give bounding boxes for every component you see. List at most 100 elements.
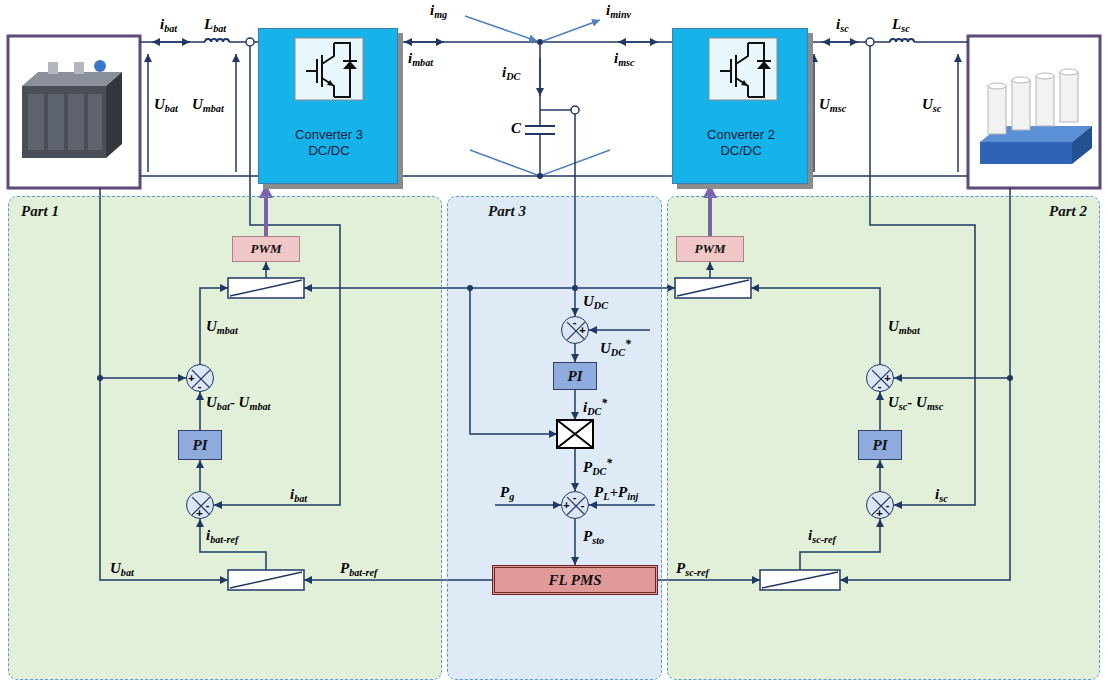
text-base: - U	[230, 394, 250, 410]
signal-label: Pg	[500, 484, 514, 505]
panel-ground	[8, 196, 442, 680]
summing-junction: +-	[186, 364, 214, 392]
text-base: U	[206, 318, 217, 334]
text-base: i	[808, 527, 812, 543]
text-base: i	[502, 64, 506, 80]
text-base: i	[583, 399, 587, 415]
pi-controller: PI	[178, 430, 222, 460]
signal-label: iminv	[606, 2, 631, 23]
signal-label: PL+Pinj	[594, 484, 638, 505]
text-subscript: g	[509, 491, 514, 502]
divider-block	[677, 280, 749, 296]
text-superscript: *	[601, 397, 607, 410]
text-subscript: mbat	[217, 325, 238, 336]
sign-label: -	[570, 491, 580, 503]
supercapacitor-bank	[988, 83, 1006, 89]
battery-unit	[94, 60, 106, 72]
part-panel: Part 1PWM+-PI-+	[8, 196, 442, 680]
signal-arrow	[574, 519, 576, 565]
signal-label: Umsc	[819, 96, 846, 117]
signal-label: Usc	[922, 96, 941, 117]
supercapacitor-bank	[1036, 76, 1054, 126]
signal-label: UDC*	[600, 336, 631, 361]
signal-arrow	[574, 344, 576, 362]
battery-unit	[88, 94, 102, 150]
signal-label: ibat-ref	[206, 527, 238, 548]
signal-label: Ubat	[110, 560, 134, 581]
power-wire	[404, 41, 444, 43]
battery-unit	[28, 94, 44, 150]
power-wire	[539, 58, 541, 96]
sign-label: -	[570, 316, 580, 328]
switch-symbol	[757, 61, 771, 69]
signal-label: isc	[935, 486, 948, 507]
text-subscript: mg	[434, 9, 447, 20]
power-wire	[152, 41, 190, 43]
text-subscript: sc	[899, 401, 908, 412]
block-label: PWM	[250, 240, 281, 258]
signal-wire	[800, 519, 880, 570]
text-base: i	[430, 2, 434, 18]
text-superscript: *	[606, 457, 612, 470]
junction-dot	[537, 173, 543, 179]
summing-junction: -+	[866, 491, 894, 519]
text-subscript: sc-ref	[812, 534, 836, 545]
signal-wire	[589, 504, 655, 506]
signal-label: Lsc	[892, 16, 910, 37]
bus-branch	[465, 16, 610, 176]
text-base: i	[614, 50, 618, 66]
supercapacitor-bank	[1060, 72, 1078, 122]
text-base: U	[819, 96, 830, 112]
signal-wire	[574, 114, 576, 316]
junction-dot	[97, 39, 1013, 381]
signal-label: isc	[836, 16, 849, 37]
text-subscript: bat	[294, 493, 307, 504]
part-heading: Part 2	[1049, 202, 1087, 220]
text-subscript: inj	[627, 491, 638, 502]
switch-symbol	[295, 38, 363, 100]
converter-label: Converter 2 DC/DC	[693, 127, 789, 159]
text-base: U	[922, 96, 933, 112]
sensor	[571, 106, 579, 114]
signal-label: Psc-ref	[676, 560, 709, 581]
signal-label: Umbat	[192, 96, 224, 117]
text-base: P	[594, 484, 603, 500]
signal-label: Usc- Umsc	[888, 394, 943, 415]
signal-wire	[709, 262, 711, 278]
switch-symbol	[343, 60, 357, 62]
signal-wire	[894, 377, 1010, 379]
text-base: U	[888, 318, 899, 334]
converter-box: Converter 3 DC/DC	[258, 28, 398, 184]
signal-wire	[751, 288, 880, 364]
signal-label: iDC	[502, 64, 520, 85]
battery-unit	[48, 62, 58, 74]
fl-pms-box: FL PMS	[492, 565, 658, 595]
supercapacitor-bank	[1012, 77, 1030, 83]
text-base: - U	[907, 394, 927, 410]
signal-wire	[304, 287, 575, 289]
divider-block	[228, 278, 304, 298]
text-base: i	[408, 50, 412, 66]
switch-symbol	[709, 38, 777, 100]
multiplier-block	[557, 420, 593, 448]
pi-controller: PI	[858, 430, 902, 460]
signal-wire	[589, 329, 650, 331]
signal-arrow	[199, 392, 201, 430]
text-subscript: sc	[933, 103, 942, 114]
battery-unit	[22, 72, 122, 86]
signal-label: UDC	[583, 293, 608, 314]
text-subscript: DC	[506, 71, 520, 82]
text-subscript: DC	[594, 300, 608, 311]
text-subscript: bat	[121, 567, 134, 578]
battery-unit	[48, 94, 64, 150]
signal-label: imbat	[408, 50, 433, 71]
text-base: U	[192, 96, 203, 112]
text-base: P	[676, 560, 685, 576]
divider-block	[762, 572, 838, 588]
divider-block	[228, 278, 840, 590]
signal-wire	[575, 287, 675, 289]
summing-junction: -+	[186, 491, 214, 519]
part-panel: Part 2PWM+-PI-+	[667, 196, 1100, 680]
battery-unit	[22, 86, 106, 158]
signal-label: imsc	[614, 50, 635, 71]
